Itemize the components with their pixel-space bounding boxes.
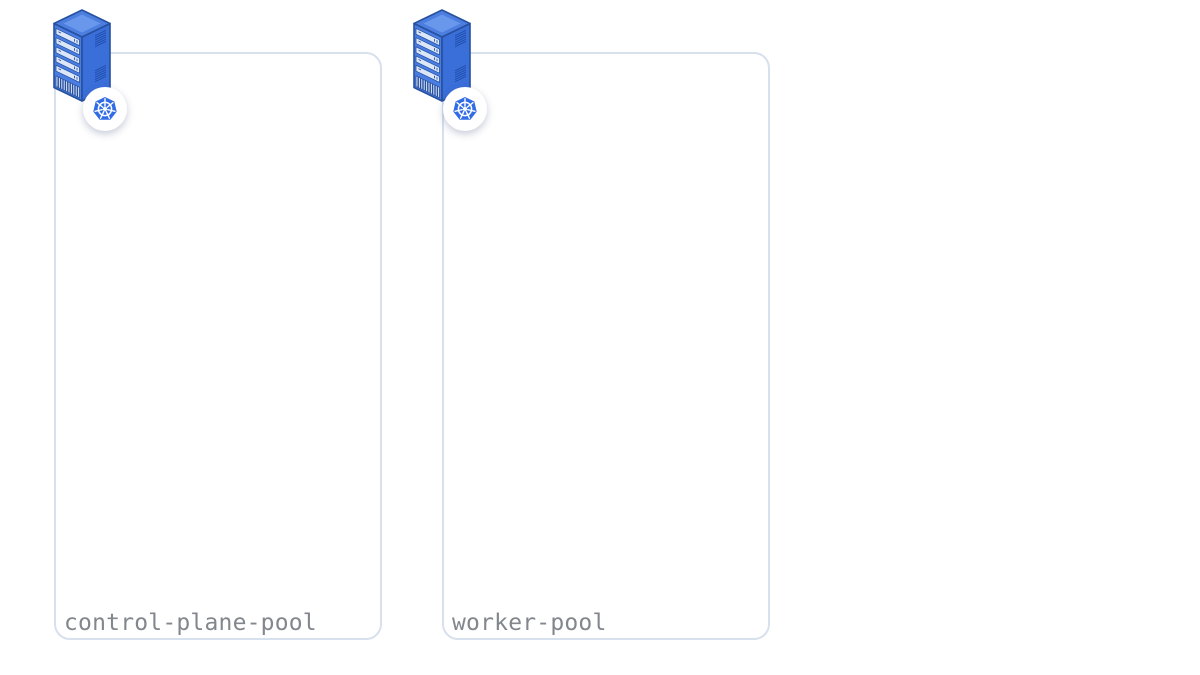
pool-label: worker-pool — [452, 610, 607, 636]
kubernetes-badge — [443, 87, 487, 131]
kubernetes-icon — [93, 97, 117, 120]
server-icon — [53, 9, 111, 102]
server-node-worker[interactable] — [412, 8, 487, 131]
pool-label: control-plane-pool — [64, 610, 317, 636]
server-node-control-plane[interactable] — [52, 8, 127, 131]
kubernetes-icon — [453, 97, 477, 120]
pool-card-control-plane[interactable]: control-plane-pool — [54, 52, 382, 640]
pool-card-worker[interactable]: worker-pool — [442, 52, 770, 640]
kubernetes-badge — [83, 87, 127, 131]
